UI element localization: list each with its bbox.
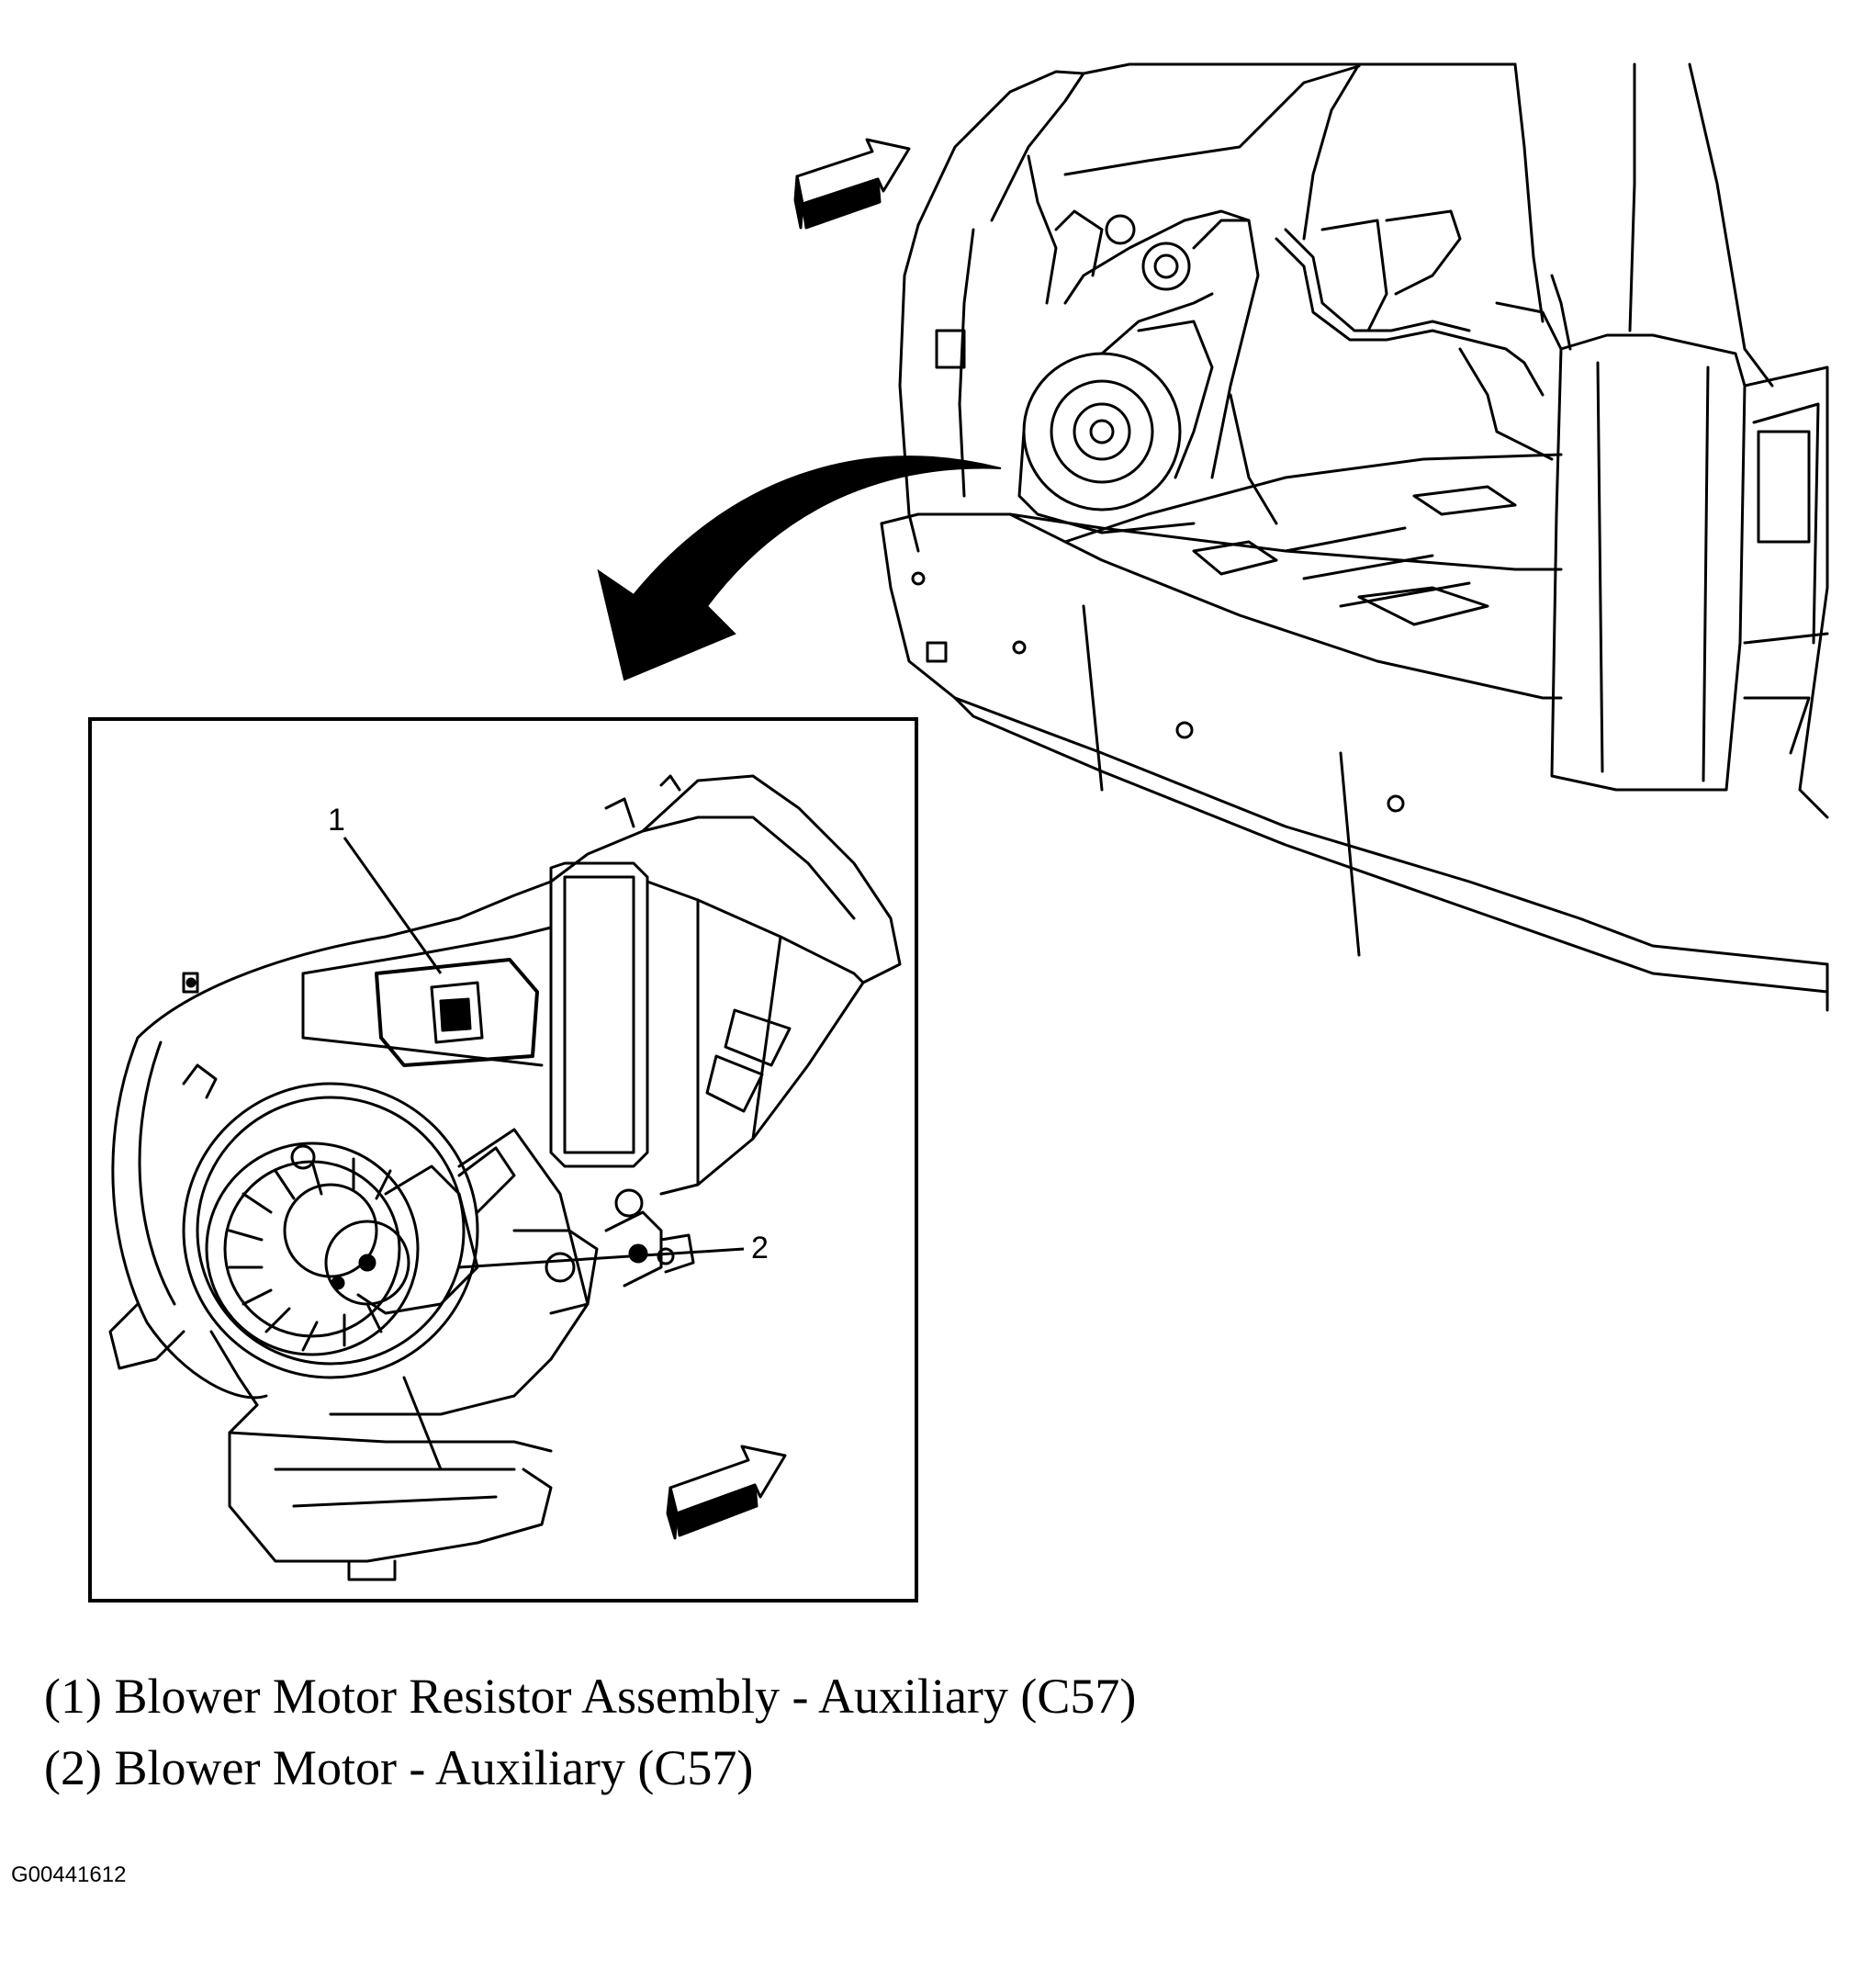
callout-2: 2 xyxy=(751,1231,769,1265)
hvac-blower-module xyxy=(108,774,902,1581)
detail-arrow-icon xyxy=(597,455,1002,681)
callout-1-leader xyxy=(343,837,443,974)
callout-2-leader xyxy=(458,1247,745,1269)
view-direction-arrow-icon xyxy=(793,138,911,230)
vehicle-rear-view xyxy=(880,62,1829,1012)
detail-inset-frame xyxy=(88,717,918,1603)
legend-item-blower-motor: (2) Blower Motor - Auxiliary (C57) xyxy=(44,1740,754,1795)
callout-1: 1 xyxy=(328,803,345,838)
figure-id: G00441612 xyxy=(11,1862,127,1887)
detail-view-arrow-icon xyxy=(666,1445,787,1540)
legend-item-resistor: (1) Blower Motor Resistor Assembly - Aux… xyxy=(44,1669,1137,1724)
